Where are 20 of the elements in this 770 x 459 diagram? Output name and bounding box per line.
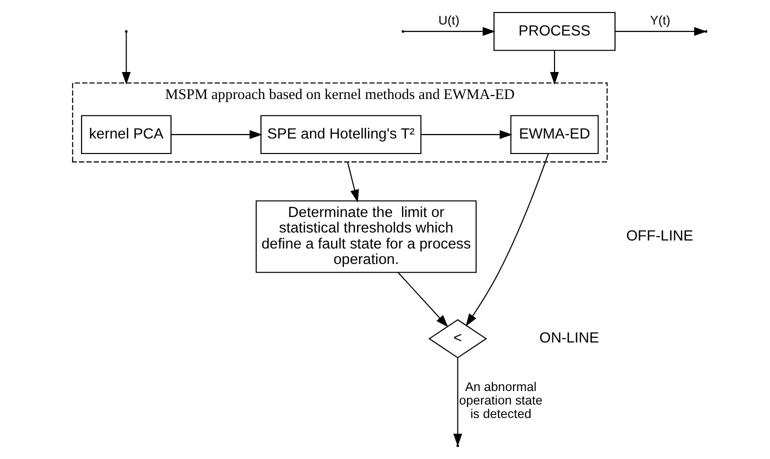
arrow: [121, 32, 130, 85]
edge-label: Y(t): [649, 14, 670, 28]
arrow: [397, 272, 448, 328]
node-diamond: <: [428, 319, 487, 358]
arrow: [346, 162, 358, 202]
edge-label: U(t): [438, 14, 459, 28]
label: OFF-LINE: [626, 228, 693, 245]
arrow: [170, 130, 262, 139]
arrow: [550, 50, 558, 85]
node-box: PROCESS: [493, 12, 616, 51]
node-box: SPE and Hotelling's T²: [260, 115, 421, 154]
arrow: [614, 27, 706, 36]
node-box: Determinate the limit or statistical thresholds which define a fault state for a process operation.: [255, 200, 476, 273]
arrow: [420, 130, 512, 139]
label: ON-LINE: [538, 330, 599, 347]
arrow: [403, 27, 495, 36]
arrow: [465, 154, 548, 326]
edge-label: An abnormal operation state is detected: [458, 380, 542, 422]
node-box: EWMA-ED: [510, 115, 598, 154]
node-box: kernel PCA: [80, 115, 172, 154]
